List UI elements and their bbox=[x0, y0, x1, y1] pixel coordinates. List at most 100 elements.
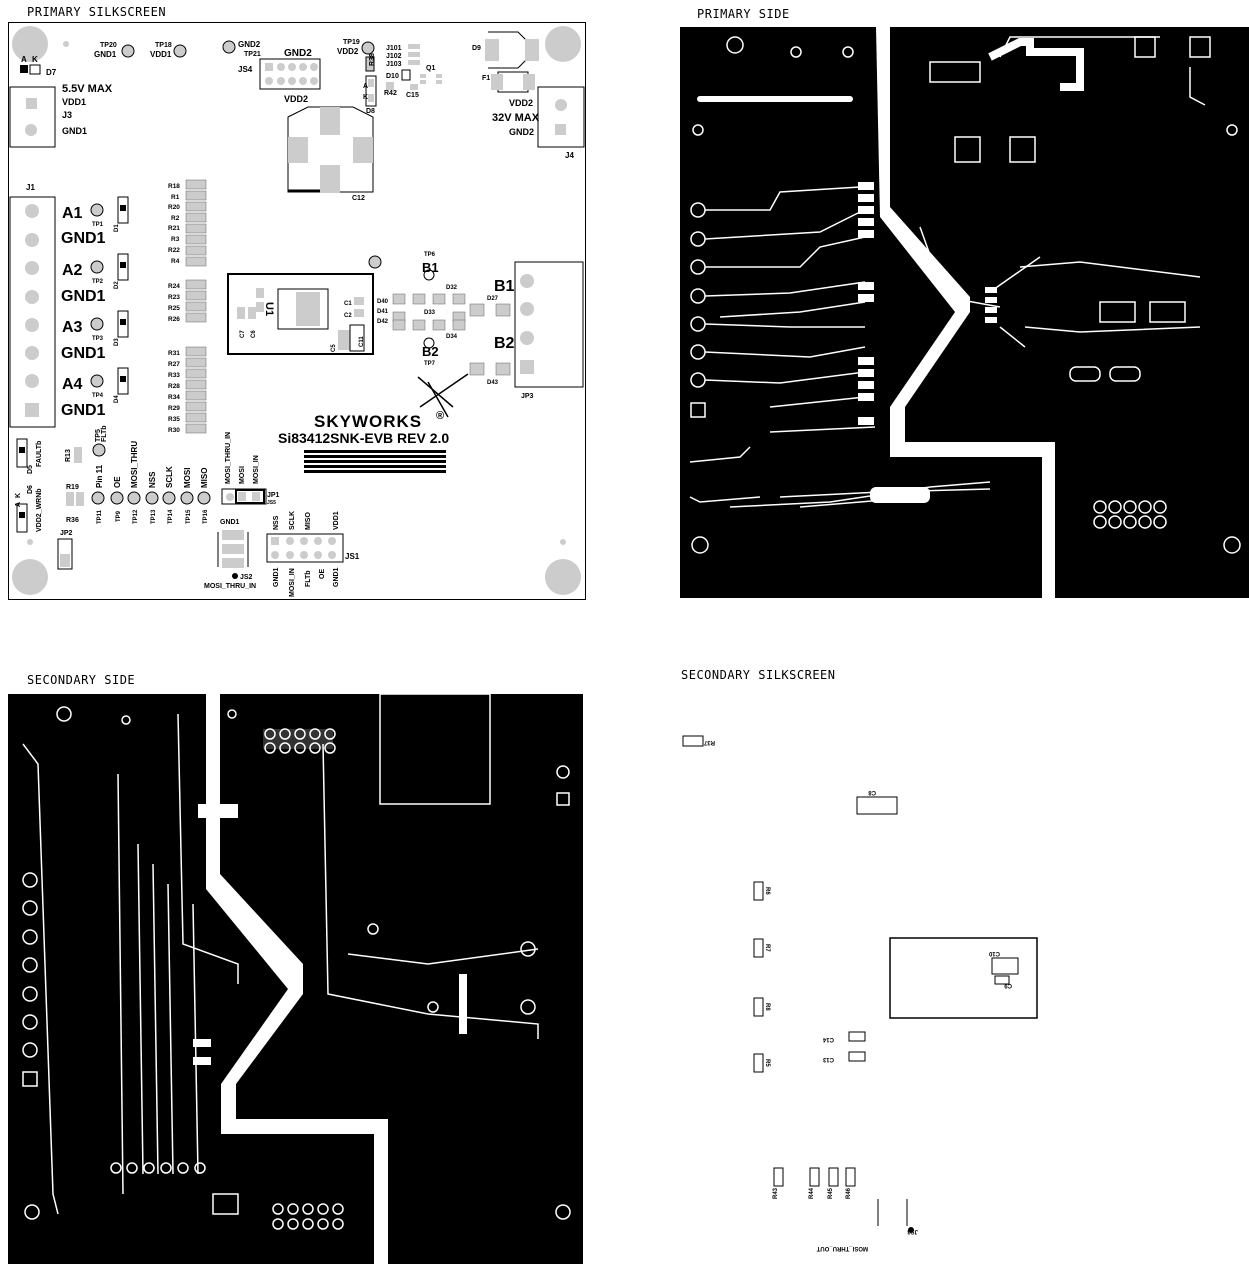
svg-text:D3: D3 bbox=[114, 338, 120, 346]
svg-text:R42: R42 bbox=[384, 90, 397, 97]
mount-hole-bl bbox=[12, 559, 48, 595]
svg-text:R33: R33 bbox=[168, 372, 180, 379]
svg-text:TP2: TP2 bbox=[92, 279, 104, 285]
svg-text:GND1: GND1 bbox=[94, 50, 117, 59]
svg-text:C2: C2 bbox=[344, 313, 352, 319]
svg-text:D41: D41 bbox=[377, 309, 389, 315]
mount-hole-tl bbox=[12, 26, 48, 62]
svg-text:FAULTb: FAULTb bbox=[36, 441, 43, 467]
svg-text:GND1: GND1 bbox=[333, 567, 340, 587]
svg-text:C9: C9 bbox=[1004, 982, 1012, 988]
jp3-connector bbox=[514, 261, 584, 388]
svg-text:R24: R24 bbox=[168, 283, 180, 290]
svg-text:TP9: TP9 bbox=[116, 510, 122, 522]
brand-reg: ® bbox=[436, 410, 444, 422]
svg-text:MISO: MISO bbox=[305, 512, 312, 530]
svg-text:R18: R18 bbox=[168, 183, 180, 190]
svg-text:R38: R38 bbox=[369, 53, 376, 66]
svg-text:R8: R8 bbox=[764, 1003, 770, 1011]
svg-text:FLTb: FLTb bbox=[305, 570, 312, 587]
svg-text:R26: R26 bbox=[168, 316, 180, 323]
svg-text:J102: J102 bbox=[386, 53, 402, 60]
svg-text:D2: D2 bbox=[114, 281, 120, 289]
d7-label: D7 bbox=[46, 68, 57, 77]
svg-text:R3: R3 bbox=[171, 236, 180, 243]
svg-text:MOSI_THRU_IN: MOSI_THRU_IN bbox=[225, 432, 232, 484]
svg-text:TP1: TP1 bbox=[92, 222, 104, 228]
svg-text:GND1: GND1 bbox=[220, 519, 240, 526]
isolation-gap bbox=[876, 27, 1055, 598]
svg-text:R4: R4 bbox=[171, 258, 180, 265]
svg-text:A: A bbox=[363, 83, 368, 90]
svg-text:GND1: GND1 bbox=[61, 230, 106, 247]
d7-k: K bbox=[32, 55, 38, 64]
svg-text:OE: OE bbox=[113, 476, 122, 488]
svg-text:R43: R43 bbox=[773, 1187, 779, 1199]
svg-text:SCLK: SCLK bbox=[289, 511, 296, 530]
svg-text:JS2: JS2 bbox=[240, 574, 253, 581]
svg-text:C1: C1 bbox=[344, 301, 352, 307]
svg-text:R35: R35 bbox=[168, 416, 180, 423]
board-model: Si83412SNK-EVB REV 2.0 bbox=[278, 430, 449, 446]
mount-hole-tr bbox=[545, 26, 581, 62]
primary-side-panel bbox=[680, 27, 1249, 598]
svg-text:D33: D33 bbox=[424, 310, 436, 316]
svg-text:R34: R34 bbox=[168, 394, 180, 401]
svg-text:R5: R5 bbox=[764, 1059, 770, 1067]
svg-text:R13: R13 bbox=[65, 449, 72, 462]
svg-text:FLTb: FLTb bbox=[101, 425, 108, 442]
svg-text:B2: B2 bbox=[422, 344, 439, 359]
svg-text:D34: D34 bbox=[446, 334, 458, 340]
svg-text:MOSI_IN: MOSI_IN bbox=[289, 568, 296, 597]
svg-text:MOSI: MOSI bbox=[183, 468, 192, 488]
svg-text:JS4: JS4 bbox=[238, 65, 253, 74]
svg-text:D6: D6 bbox=[27, 485, 34, 494]
j4-connector bbox=[537, 86, 585, 148]
svg-text:TP14: TP14 bbox=[168, 509, 174, 524]
svg-text:R36: R36 bbox=[66, 517, 79, 524]
svg-text:MOSI_THRU: MOSI_THRU bbox=[130, 441, 139, 488]
svg-text:GND2: GND2 bbox=[509, 127, 534, 137]
svg-text:JP3: JP3 bbox=[521, 393, 534, 400]
svg-text:R27: R27 bbox=[168, 361, 180, 368]
svg-text:VDD1: VDD1 bbox=[150, 50, 172, 59]
svg-text:GND1: GND1 bbox=[61, 402, 106, 419]
svg-text:TP21: TP21 bbox=[244, 51, 261, 58]
svg-text:B1: B1 bbox=[494, 278, 515, 295]
svg-text:C11: C11 bbox=[359, 336, 365, 347]
svg-text:C8: C8 bbox=[868, 789, 876, 795]
svg-text:VDD2: VDD2 bbox=[284, 94, 308, 104]
svg-text:VDD2_WRNb: VDD2_WRNb bbox=[36, 488, 43, 532]
svg-text:MISO: MISO bbox=[200, 468, 209, 488]
svg-text:MOSI_THRU_IN: MOSI_THRU_IN bbox=[204, 583, 256, 590]
svg-text:R6: R6 bbox=[764, 887, 770, 895]
svg-text:VDD2: VDD2 bbox=[509, 98, 533, 108]
svg-text:R30: R30 bbox=[168, 427, 180, 434]
svg-text:K: K bbox=[363, 94, 368, 101]
svg-text:C5: C5 bbox=[331, 344, 337, 352]
svg-text:TP16: TP16 bbox=[203, 509, 209, 524]
svg-text:TP6: TP6 bbox=[424, 252, 436, 258]
svg-text:A4: A4 bbox=[62, 376, 83, 393]
svg-text:MOSI_IN: MOSI_IN bbox=[253, 455, 260, 484]
svg-text:D1: D1 bbox=[114, 224, 120, 232]
svg-text:J4: J4 bbox=[565, 151, 574, 160]
svg-text:TP20: TP20 bbox=[100, 42, 117, 49]
svg-text:GND1: GND1 bbox=[61, 345, 106, 362]
secondary-silkscreen-title: SECONDARY SILKSCREEN bbox=[681, 668, 836, 682]
svg-text:R31: R31 bbox=[168, 350, 180, 357]
svg-text:D40: D40 bbox=[377, 299, 389, 305]
svg-text:A2: A2 bbox=[62, 262, 83, 279]
svg-text:R28: R28 bbox=[168, 383, 180, 390]
svg-text:TP13: TP13 bbox=[151, 509, 157, 524]
svg-text:J3: J3 bbox=[62, 110, 72, 120]
svg-text:A3: A3 bbox=[62, 319, 83, 336]
svg-text:TP3: TP3 bbox=[92, 336, 104, 342]
secondary-silkscreen-panel: R37 C8 R6 R7 R8 R5 C14 C13 C10 C9 R43 R4… bbox=[682, 735, 1038, 1251]
svg-text:TP15: TP15 bbox=[186, 509, 192, 524]
primary-silkscreen-title: PRIMARY SILKSCREEN bbox=[27, 5, 167, 19]
js4-header bbox=[259, 58, 321, 90]
svg-text:VDD2: VDD2 bbox=[337, 47, 359, 56]
svg-text:J101: J101 bbox=[386, 45, 402, 52]
secondary-side-panel bbox=[8, 694, 583, 1264]
